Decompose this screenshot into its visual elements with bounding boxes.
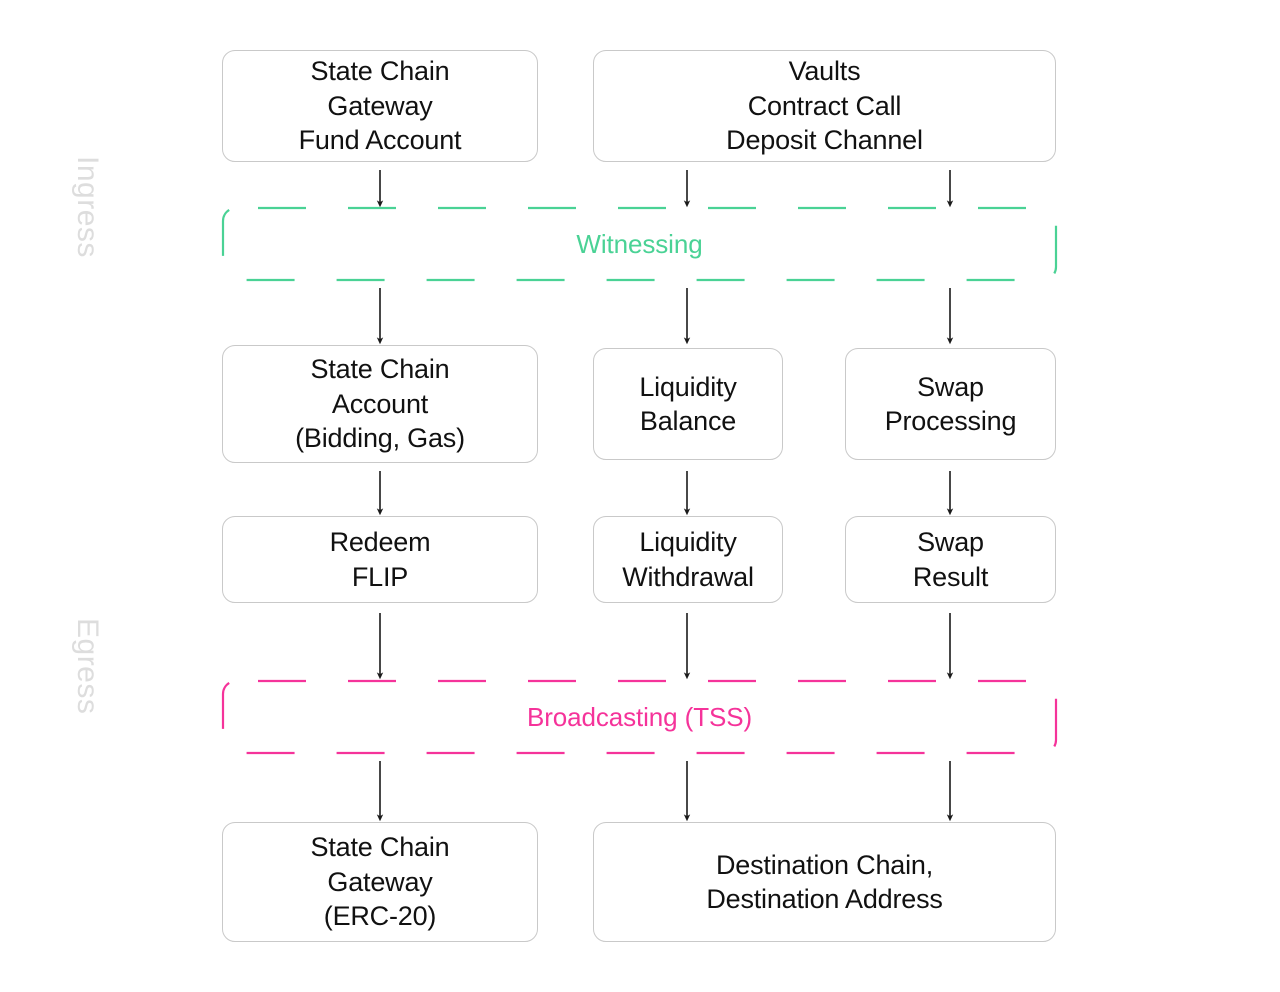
node-state-chain-gateway-erc20: State Chain Gateway (ERC-20) <box>222 822 538 942</box>
node-swap-processing: Swap Processing <box>845 348 1056 460</box>
node-destination-chain-address: Destination Chain, Destination Address <box>593 822 1056 942</box>
side-label-ingress: Ingress <box>71 156 104 258</box>
node-liquidity-balance: Liquidity Balance <box>593 348 783 460</box>
band-outline-group <box>221 206 1058 755</box>
node-swap-result: Swap Result <box>845 516 1056 603</box>
band-outline-broadcasting <box>221 679 1058 755</box>
band-label-broadcasting: Broadcasting (TSS) <box>516 701 763 733</box>
node-state-chain-gateway-fund-account: State Chain Gateway Fund Account <box>222 50 538 162</box>
node-vaults-contract-call-deposit-channel: Vaults Contract Call Deposit Channel <box>593 50 1056 162</box>
band-outline-witnessing <box>221 206 1058 282</box>
node-state-chain-account-bidding-gas: State Chain Account (Bidding, Gas) <box>222 345 538 463</box>
band-label-witnessing: Witnessing <box>566 228 713 260</box>
side-label-egress: Egress <box>71 618 104 715</box>
band-witnessing: Witnessing <box>223 208 1056 280</box>
band-broadcasting: Broadcasting (TSS) <box>223 681 1056 753</box>
node-redeem-flip: Redeem FLIP <box>222 516 538 603</box>
arrow-group <box>376 170 954 822</box>
node-liquidity-withdrawal: Liquidity Withdrawal <box>593 516 783 603</box>
